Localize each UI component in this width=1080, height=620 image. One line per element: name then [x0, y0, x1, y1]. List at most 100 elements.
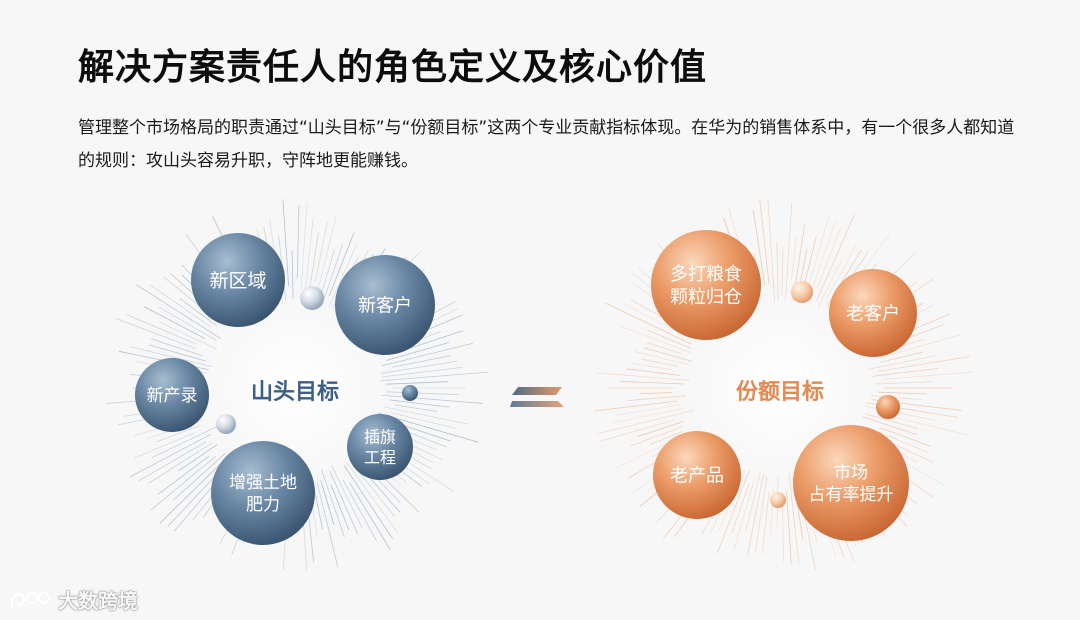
watermark-text: 大数跨境 — [58, 589, 138, 613]
ray-line — [309, 232, 319, 289]
goals-diagram: 新区域 新客户 新产录 插旗工程 增强土地肥力 山头目标 — [0, 190, 1080, 576]
ray-line — [346, 462, 399, 534]
right-small-dot — [791, 281, 813, 303]
ray-line — [786, 491, 792, 564]
ray-line — [716, 469, 750, 554]
left-small-dot — [300, 286, 324, 310]
ray-line — [610, 408, 684, 424]
ray-line — [386, 391, 460, 396]
bubble-label-line: 插旗 — [364, 427, 396, 446]
ray-line — [817, 226, 842, 287]
ray-line — [875, 381, 933, 385]
bubble-label-line: 老产品 — [670, 465, 724, 486]
ray-line — [649, 431, 683, 446]
ray-line — [314, 221, 328, 282]
bubble-label-line: 占有率提升 — [809, 485, 894, 505]
bubble-flag-project: 插旗工程 — [347, 414, 413, 480]
bubble-label-line: 肥力 — [246, 495, 280, 515]
ray-line — [126, 314, 196, 345]
bubble-label-line: 多打粮食 — [670, 264, 742, 285]
ray-line — [880, 351, 924, 363]
ray-line — [879, 427, 931, 447]
ray-line — [878, 356, 970, 372]
ray-line — [381, 342, 474, 367]
ray-line — [594, 400, 678, 412]
ray-line — [754, 475, 768, 554]
left-center-label: 山头目标 — [251, 379, 339, 405]
ray-line — [864, 413, 919, 430]
right-cluster: 多打粮食颗粒归仓 老客户 老产品 市场占有率提升 份额目标 — [651, 230, 917, 541]
ray-line — [747, 474, 764, 556]
bubble-label-line: 新客户 — [358, 295, 412, 316]
bubble-label: 插旗工程 — [364, 427, 396, 467]
ray-line — [392, 355, 451, 368]
ray-line — [150, 456, 217, 511]
ray-line — [148, 442, 213, 484]
right-small-dot — [876, 395, 900, 419]
ray-line — [320, 468, 345, 538]
ray-line — [862, 416, 917, 436]
ray-line — [129, 433, 211, 478]
ray-line — [597, 409, 695, 435]
bubble-label-line: 老客户 — [846, 303, 900, 324]
ray-line — [620, 381, 685, 385]
ray-line — [639, 392, 672, 395]
ray-line — [759, 199, 770, 285]
ray-line — [138, 441, 207, 482]
ray-line — [733, 480, 755, 550]
ray-line — [785, 202, 793, 301]
ray-line — [626, 368, 681, 376]
bubble-label: 新产录 — [147, 386, 198, 406]
bubble-label: 老产品 — [670, 465, 724, 486]
ray-line — [394, 404, 438, 412]
bubble-new-product: 新产录 — [135, 358, 209, 432]
ray-line — [630, 426, 684, 447]
ray-line — [349, 482, 391, 551]
ray-line — [148, 344, 206, 362]
bubble-label: 多打粮食颗粒归仓 — [670, 264, 742, 308]
page-title: 解决方案责任人的角色定义及核心价值 — [78, 47, 708, 88]
right-small-dot — [770, 492, 786, 508]
ray-line — [282, 199, 290, 287]
ray-line — [136, 284, 222, 340]
ray-line — [781, 250, 784, 295]
bubble-harvest: 多打粮食颗粒归仓 — [651, 230, 761, 340]
ray-line — [870, 395, 923, 401]
ray-line — [331, 465, 363, 529]
ray-line — [605, 302, 692, 345]
bubble-label-line: 新区域 — [209, 270, 266, 292]
ray-line — [389, 399, 450, 408]
bubble-new-region: 新区域 — [191, 233, 285, 327]
ray-line — [805, 216, 830, 298]
ray-line — [634, 351, 689, 365]
ray-line — [156, 425, 201, 443]
bubble-old-customer: 老客户 — [829, 269, 917, 357]
ray-line — [776, 241, 779, 301]
ray-line — [296, 205, 300, 279]
exchange-arrows-icon — [510, 387, 564, 407]
bubble-label: 老客户 — [846, 303, 900, 324]
right-center-label: 份额目标 — [736, 379, 824, 405]
bubble-soil-fertility: 增强土地肥力 — [211, 441, 315, 545]
ray-line — [826, 245, 857, 299]
bubble-label-line: 新产录 — [147, 386, 198, 406]
ray-line — [879, 333, 962, 359]
ray-line — [159, 321, 218, 350]
ray-line — [646, 342, 682, 354]
bubble-label: 新客户 — [358, 295, 412, 316]
ray-line — [752, 209, 766, 285]
ray-line — [620, 325, 692, 354]
ray-line — [379, 371, 489, 382]
ray-line — [158, 306, 217, 341]
watermark: 大数跨境 — [8, 585, 138, 614]
ray-line — [316, 481, 339, 568]
bubble-label: 增强土地肥力 — [229, 473, 297, 515]
bubble-label-line: 市场 — [834, 463, 868, 483]
bubble-label-line: 增强土地 — [229, 473, 297, 493]
ray-line — [623, 303, 687, 337]
left-small-dot — [402, 385, 418, 401]
ray-line — [597, 372, 690, 381]
ray-line — [788, 472, 800, 564]
ray-line — [300, 201, 308, 289]
ray-line — [817, 259, 843, 308]
